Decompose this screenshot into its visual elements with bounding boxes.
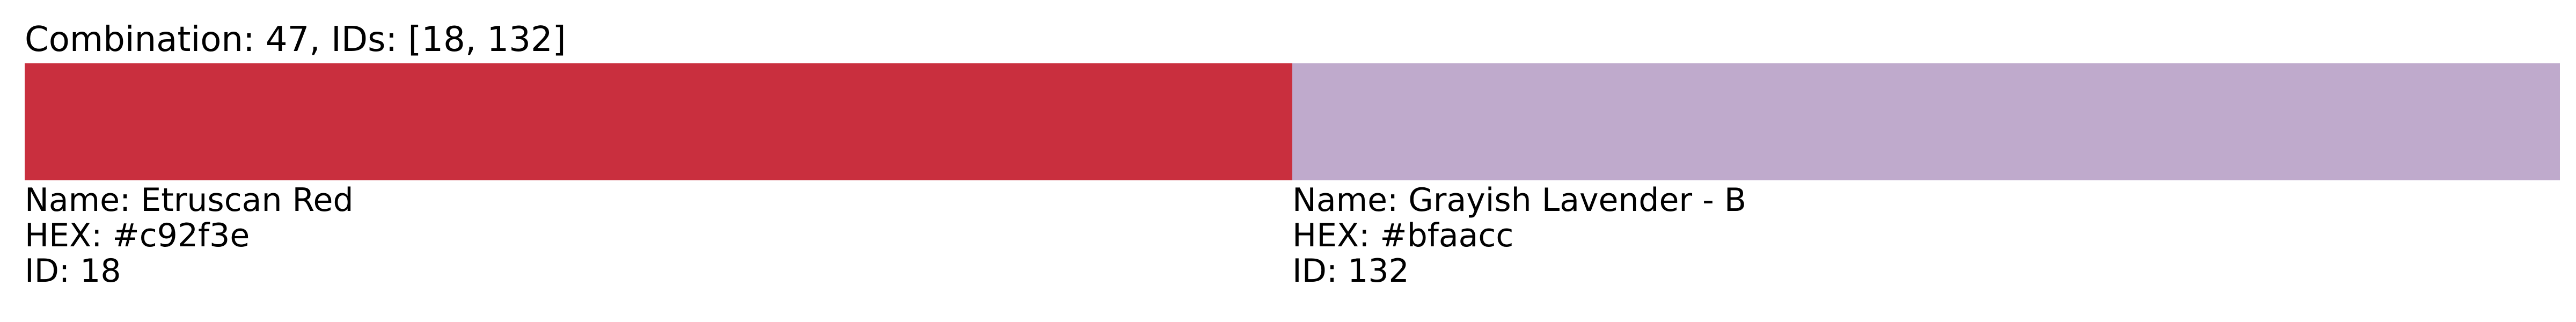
combination-title: Combination: 47, IDs: [18, 132]: [25, 20, 566, 60]
color-id-label: ID: 18: [25, 252, 121, 290]
color-info-row: Name: Etruscan Red HEX: #c92f3e ID: 18 N…: [25, 182, 2560, 289]
swatch-row: [25, 63, 2560, 180]
color-name-label: Name: Grayish Lavender - B: [1292, 181, 1747, 219]
color-id-label: ID: 132: [1292, 252, 1409, 290]
color-name-label: Name: Etruscan Red: [25, 181, 354, 219]
color-hex-label: HEX: #c92f3e: [25, 217, 250, 254]
color-swatch-etruscan-red: [25, 63, 1292, 180]
color-hex-label: HEX: #bfaacc: [1292, 217, 1514, 254]
color-info-grayish-lavender: Name: Grayish Lavender - B HEX: #bfaacc …: [1292, 182, 2560, 289]
color-swatch-grayish-lavender: [1292, 63, 2560, 180]
color-info-etruscan-red: Name: Etruscan Red HEX: #c92f3e ID: 18: [25, 182, 1292, 289]
